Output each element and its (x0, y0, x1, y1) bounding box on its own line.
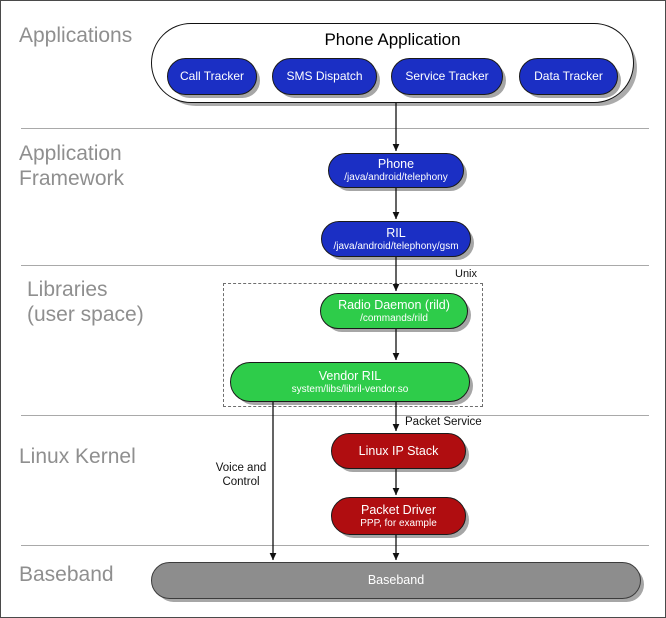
node-packet-driver[interactable]: Packet Driver PPP, for example (331, 497, 466, 535)
layer-label-baseband: Baseband (19, 563, 114, 586)
app-call-tracker-label: Call Tracker (179, 69, 244, 83)
layer-label-applications: Applications (19, 24, 133, 47)
app-service-tracker-label: Service Tracker (405, 69, 489, 83)
divider-framework-libraries (21, 265, 649, 266)
phone-application-title: Phone Application (324, 30, 461, 49)
node-baseband[interactable]: Baseband (151, 562, 641, 599)
edge-label-voice-and-control: Voice and Control (215, 462, 267, 488)
node-packet-driver-subtitle: PPP, for example (360, 517, 437, 529)
app-call-tracker[interactable]: Call Tracker (167, 58, 257, 95)
divider-libraries-kernel (21, 415, 649, 416)
edge-label-packet-service: Packet Service (405, 416, 482, 428)
divider-applications-framework (21, 128, 649, 129)
app-sms-dispatch[interactable]: SMS Dispatch (272, 58, 377, 95)
unix-group-box (223, 283, 483, 407)
node-vendor-ril-subtitle: system/libs/libril-vendor.so (291, 383, 409, 395)
node-vendor-ril[interactable]: Vendor RIL system/libs/libril-vendor.so (230, 362, 470, 402)
layer-label-linux-kernel: Linux Kernel (19, 445, 136, 468)
node-linux-ip-stack-title: Linux IP Stack (358, 443, 439, 458)
node-linux-ip-stack[interactable]: Linux IP Stack (331, 433, 466, 469)
app-data-tracker[interactable]: Data Tracker (519, 58, 618, 95)
node-radio-daemon-title: Radio Daemon (rild) (338, 297, 450, 312)
node-phone-title: Phone (377, 157, 415, 171)
node-phone[interactable]: Phone /java/android/telephony (328, 153, 464, 188)
node-ril[interactable]: RIL /java/android/telephony/gsm (321, 221, 471, 257)
node-vendor-ril-title: Vendor RIL (318, 368, 382, 383)
app-data-tracker-label: Data Tracker (534, 69, 603, 83)
unix-group-label: Unix (455, 268, 478, 280)
node-packet-driver-title: Packet Driver (360, 502, 437, 517)
divider-kernel-baseband (21, 545, 649, 546)
layer-label-libraries: Libraries (user space) (27, 278, 144, 326)
node-ril-title: RIL (386, 225, 406, 240)
node-ril-subtitle: /java/android/telephony/gsm (333, 240, 459, 252)
app-sms-dispatch-label: SMS Dispatch (286, 69, 363, 83)
app-service-tracker[interactable]: Service Tracker (391, 58, 503, 95)
node-radio-daemon-subtitle: /commands/rild (360, 312, 428, 324)
node-baseband-title: Baseband (367, 573, 425, 587)
node-radio-daemon[interactable]: Radio Daemon (rild) /commands/rild (320, 293, 468, 329)
layer-label-application-framework: Application Framework (19, 142, 125, 190)
node-phone-subtitle: /java/android/telephony (344, 172, 448, 183)
